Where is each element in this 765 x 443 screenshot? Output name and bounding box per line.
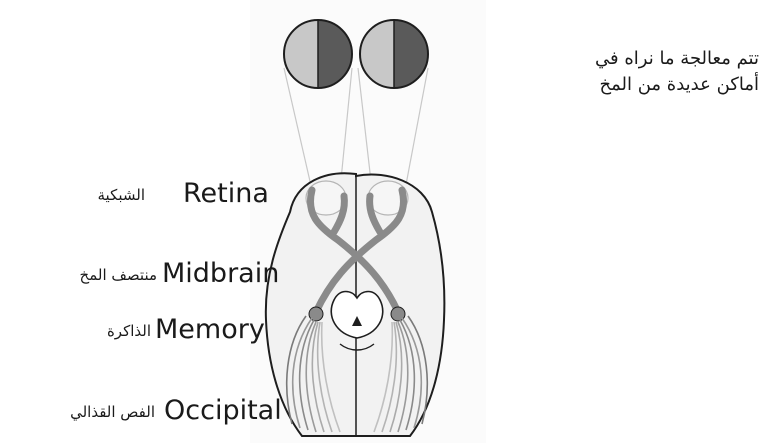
left-eye-icon — [284, 20, 352, 88]
diagram-caption: تتم معالجة ما نراه في أماكن عديدة من الم… — [499, 46, 759, 98]
label-memory: Memory — [155, 314, 265, 345]
label-occipital-ar: الفص القذالي — [70, 403, 155, 421]
label-retina-ar: الشبكية — [98, 186, 146, 204]
label-memory-ar: الذاكرة — [107, 322, 151, 340]
label-midbrain: Midbrain — [162, 258, 279, 289]
right-eye-icon — [360, 20, 428, 88]
caption-line-1: تتم معالجة ما نراه في — [499, 46, 759, 72]
caption-line-2: أماكن عديدة من المخ — [499, 72, 759, 98]
label-occipital: Occipital — [164, 395, 282, 426]
label-midbrain-ar: منتصف المخ — [80, 266, 157, 284]
label-retina: Retina — [183, 178, 269, 209]
